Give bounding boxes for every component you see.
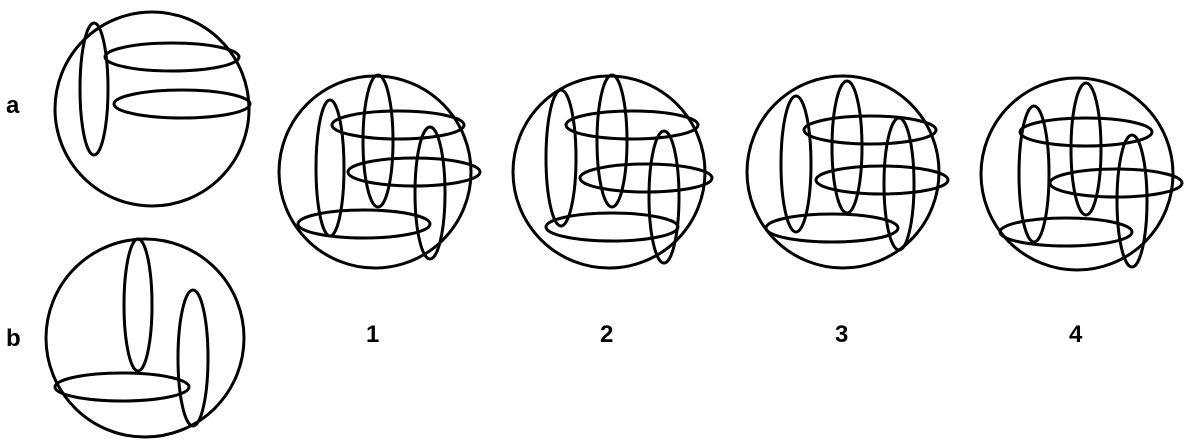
option-1-figure [279, 75, 480, 268]
figure-b [46, 239, 244, 437]
option-4-label: 4 [1069, 323, 1082, 347]
option-3-figure [747, 76, 948, 268]
figure-a-vertical-ring [80, 23, 108, 155]
option-3-ring-horizontal-top [804, 116, 936, 144]
option-1-ring-vertical-left [316, 100, 344, 236]
option-3-ring-horizontal-middle [816, 166, 948, 194]
option-2-label: 2 [600, 323, 613, 347]
option-3-ring-vertical-right [884, 118, 914, 250]
option-4-ring-horizontal-top [1020, 118, 1152, 146]
figure-b-vertical-ring-left [124, 239, 152, 371]
option-4-figure [981, 78, 1182, 270]
option-1-ring-vertical-right [415, 127, 445, 259]
option-2-ring-vertical-right [649, 131, 679, 263]
option-2-ring-vertical-left [546, 90, 576, 226]
option-2-ring-horizontal-bottom [546, 213, 678, 241]
figure-a-label: a [6, 94, 19, 118]
option-1-ring-horizontal-bottom [298, 210, 430, 238]
figure-b-sphere [46, 239, 244, 437]
option-2-figure [513, 75, 712, 268]
figure-a [55, 12, 250, 206]
figure-a-upper-ring [105, 43, 239, 71]
option-2-ring-horizontal-top [566, 111, 698, 139]
option-3-ring-vertical-left [781, 96, 811, 232]
option-1-label: 1 [366, 323, 379, 347]
option-1-ring-horizontal-top [332, 111, 464, 139]
option-3-ring-horizontal-bottom [766, 214, 898, 242]
figure-a-lower-ring [114, 90, 250, 118]
option-4-ring-horizontal-bottom [1000, 218, 1132, 246]
option-4-ring-vertical-right [1117, 135, 1147, 267]
option-1-ring-vertical-middle [363, 75, 393, 207]
figure-b-horizontal-ring [55, 373, 189, 401]
option-3-sphere [747, 76, 939, 268]
figure-b-vertical-ring-right [178, 290, 208, 426]
option-3-label: 3 [835, 323, 848, 347]
figure-b-label: b [6, 327, 21, 351]
